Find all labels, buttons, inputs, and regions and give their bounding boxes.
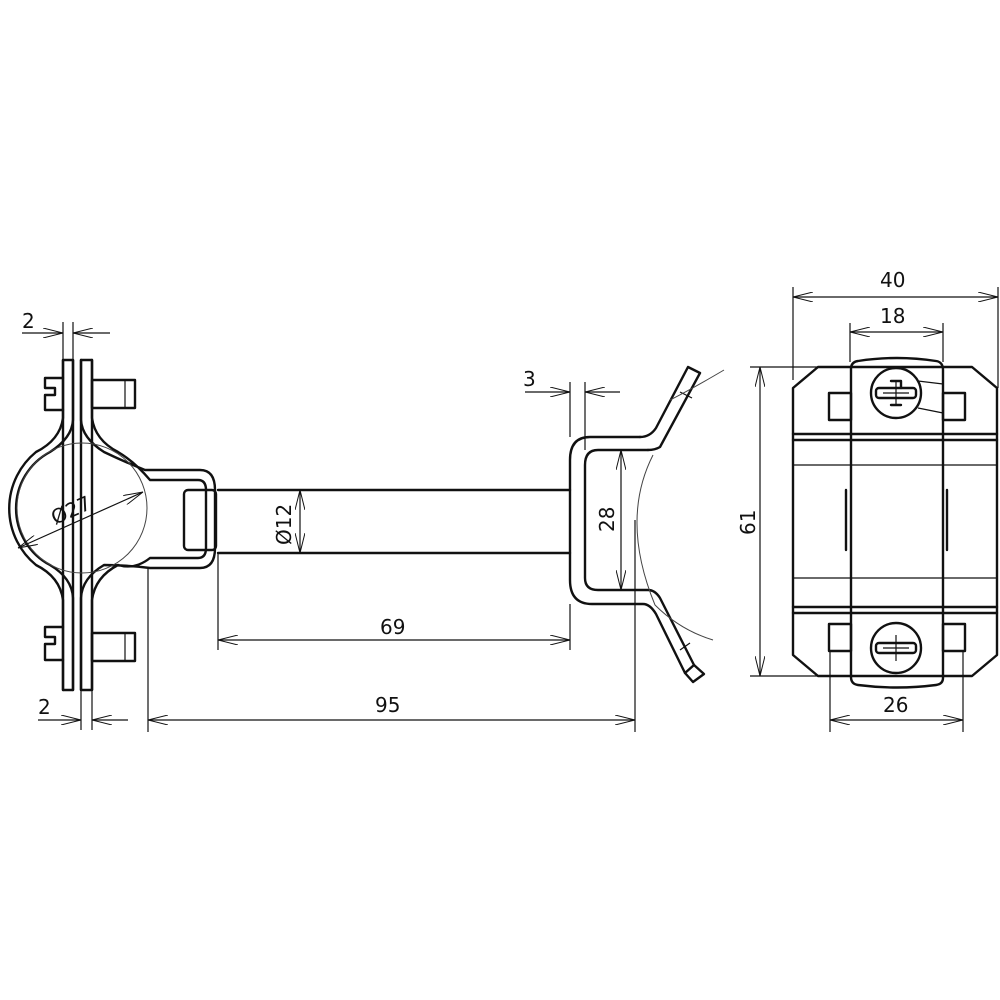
strap xyxy=(849,356,945,689)
screw-bottom xyxy=(43,625,137,663)
screw-head-top xyxy=(869,366,944,420)
screw-head-bottom xyxy=(869,621,923,675)
dimensions-side: 2 2 Ø27 Ø12 69 95 3 28 xyxy=(18,309,636,732)
dim-bracket-thickness: 3 xyxy=(523,367,536,391)
dim-rod-length: 69 xyxy=(380,615,405,639)
dim-clamp-thickness-top: 2 xyxy=(22,309,35,333)
rod xyxy=(216,488,572,555)
bracket xyxy=(568,365,725,684)
screw-top xyxy=(43,376,137,412)
pipe-clamp xyxy=(8,358,218,692)
dim-bracket-inner-width: 28 xyxy=(595,507,619,532)
dim-clamp-thickness-bottom: 2 xyxy=(38,695,51,719)
dim-overall-width: 40 xyxy=(880,268,905,292)
dim-overall-length: 95 xyxy=(375,693,400,717)
dim-height: 61 xyxy=(736,510,760,535)
dim-strap-width: 18 xyxy=(880,304,905,328)
front-view xyxy=(791,356,999,689)
dim-slot-spacing: 26 xyxy=(883,693,908,717)
dimensions-front: 40 18 61 26 xyxy=(736,268,999,732)
dim-rod-diameter: Ø12 xyxy=(272,504,296,545)
rod-sleeve xyxy=(182,488,218,552)
